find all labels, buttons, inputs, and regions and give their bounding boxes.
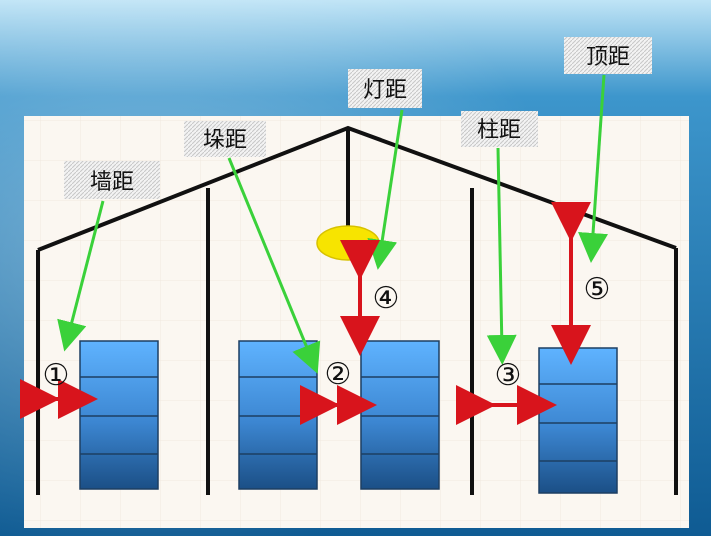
callout-stack-distance bbox=[227, 157, 321, 374]
marker-3: ③ bbox=[495, 358, 522, 393]
label-wall-distance: 墙距 bbox=[64, 161, 160, 199]
stack-2 bbox=[238, 340, 318, 490]
label-stack-distance: 垛距 bbox=[184, 121, 266, 157]
marker-1: ① bbox=[43, 358, 70, 393]
marker-4: ④ bbox=[373, 281, 400, 316]
marker-5: ⑤ bbox=[584, 272, 611, 307]
stack-3 bbox=[360, 340, 440, 490]
label-wall-distance-text: 墙距 bbox=[90, 170, 134, 195]
lamp bbox=[316, 225, 380, 261]
label-lamp-distance: 灯距 bbox=[348, 69, 422, 108]
label-stack-distance-text: 垛距 bbox=[203, 128, 247, 153]
label-top-distance: 顶距 bbox=[564, 37, 652, 74]
callout-column-distance bbox=[486, 147, 517, 365]
stack-4 bbox=[538, 347, 618, 494]
label-column-distance-text: 柱距 bbox=[477, 118, 521, 143]
callout-top-distance bbox=[578, 74, 609, 263]
label-lamp-distance-text: 灯距 bbox=[363, 78, 407, 103]
label-column-distance: 柱距 bbox=[461, 111, 538, 147]
marker-2: ② bbox=[325, 357, 352, 392]
callout-wall-distance bbox=[57, 200, 105, 352]
stack-1 bbox=[79, 340, 159, 490]
callout-lamp-distance bbox=[367, 109, 404, 270]
label-top-distance-text: 顶距 bbox=[586, 45, 630, 70]
